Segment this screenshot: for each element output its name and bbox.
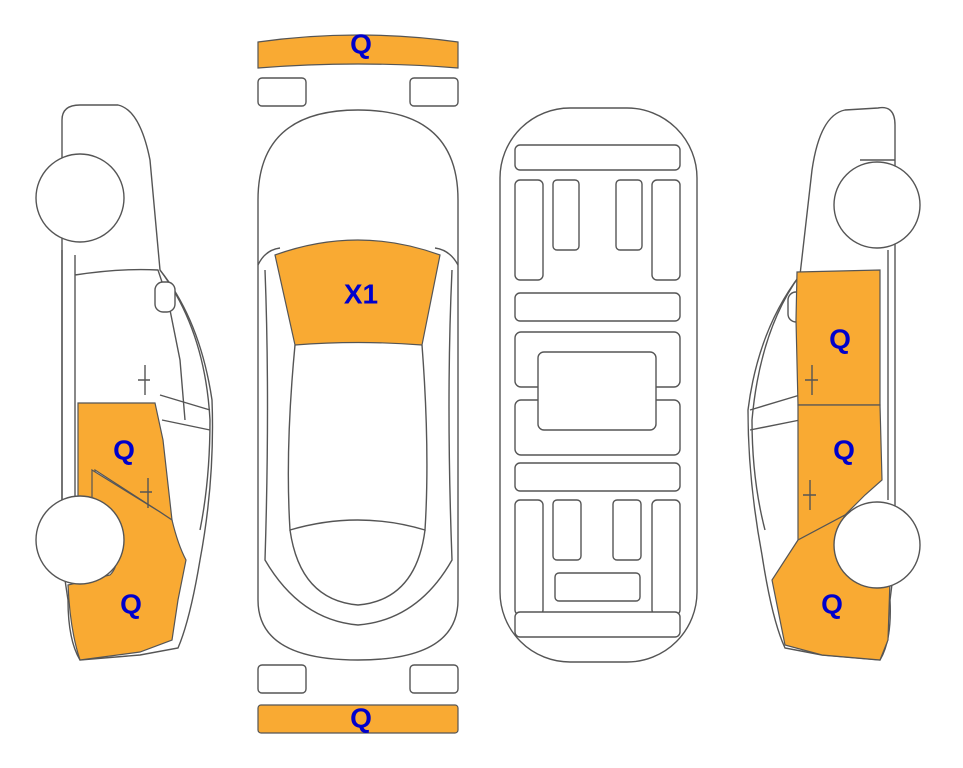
top-rear-bumper-label: Q [350,28,372,59]
top-view: Q X1 Q [257,28,459,734]
right-front-wheel [833,501,921,589]
top-rear-bumper-damage [257,34,459,69]
right-rear-wheel [833,161,921,249]
left-side-view: Q Q [35,104,214,661]
top-front-bumper-label: Q [350,702,372,733]
left-rear-wheel [35,153,125,243]
left-front-wheel [35,495,125,585]
left-mirror [154,281,176,313]
windshield-label: X1 [344,278,378,309]
top-right-rear-light [409,664,459,694]
windshield-damage [274,239,441,346]
top-body-outline [257,109,459,661]
top-front-bumper-damage [257,704,459,734]
right-front-fender-label: Q [821,588,843,619]
right-rear-door-label: Q [829,323,851,354]
left-front-fender-label: Q [120,588,142,619]
top-left-rear-light [257,664,307,694]
right-front-door-label: Q [833,434,855,465]
right-side-view: Q Q Q [747,106,921,661]
left-rear-door-label: Q [113,434,135,465]
underside-view [499,107,698,663]
top-right-light [409,77,459,107]
top-left-light [257,77,307,107]
